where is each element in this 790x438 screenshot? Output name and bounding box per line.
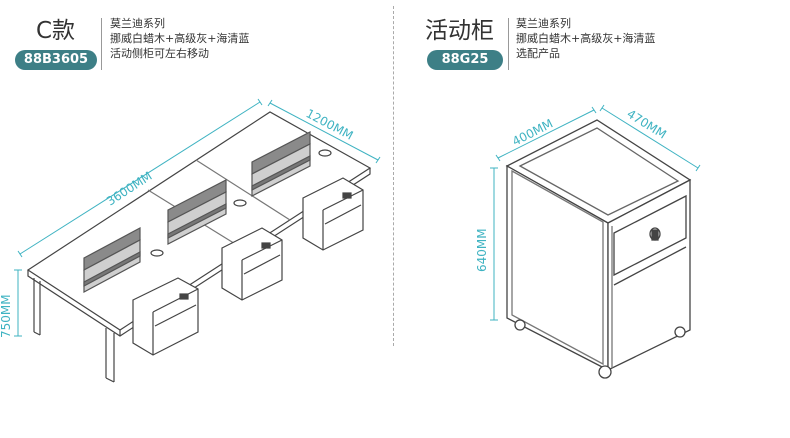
dimension-lines-desk [14, 98, 381, 337]
mobile-cabinet-drawing [505, 119, 692, 379]
product-code-badge-c: 88B3605 [15, 50, 97, 70]
product-desc-c: 莫兰迪系列 挪威白蜡木+高级灰+海清蓝 活动侧柜可左右移动 [110, 16, 249, 61]
caster-wheel [514, 319, 526, 331]
caster-wheel [674, 326, 686, 338]
product-code-badge-cabinet: 88G25 [427, 50, 503, 70]
header-separator [101, 18, 102, 70]
dimension-label-cabinet-height: 640MM [475, 228, 489, 272]
caster-wheel [598, 365, 612, 379]
desc-line-series: 莫兰迪系列 [110, 17, 165, 30]
desc-line-note: 活动侧柜可左右移动 [110, 47, 209, 60]
header-separator [508, 18, 509, 70]
pedestal-cabinet [221, 227, 283, 301]
pedestal-cabinet [302, 177, 364, 251]
dimension-label-height: 750MM [0, 294, 13, 338]
desc-line-material: 挪威白蜡木+高级灰+海清蓝 [516, 32, 656, 45]
desc-line-note: 选配产品 [516, 47, 560, 60]
lock-icon [649, 227, 661, 241]
privacy-screen [83, 226, 141, 294]
pedestal-cabinet [132, 277, 199, 356]
privacy-screen [167, 179, 227, 245]
privacy-screen [251, 131, 311, 197]
desk-cluster-drawing [26, 111, 372, 383]
desc-line-series: 莫兰迪系列 [516, 17, 571, 30]
section-divider [393, 6, 394, 346]
desc-line-material: 挪威白蜡木+高级灰+海清蓝 [110, 32, 250, 45]
product-desc-cabinet: 莫兰迪系列 挪威白蜡木+高级灰+海清蓝 选配产品 [516, 16, 655, 61]
dimension-lines-cabinet [490, 104, 701, 321]
product-title-c: C款 [36, 18, 76, 44]
product-title-cabinet: 活动柜 [425, 18, 494, 44]
